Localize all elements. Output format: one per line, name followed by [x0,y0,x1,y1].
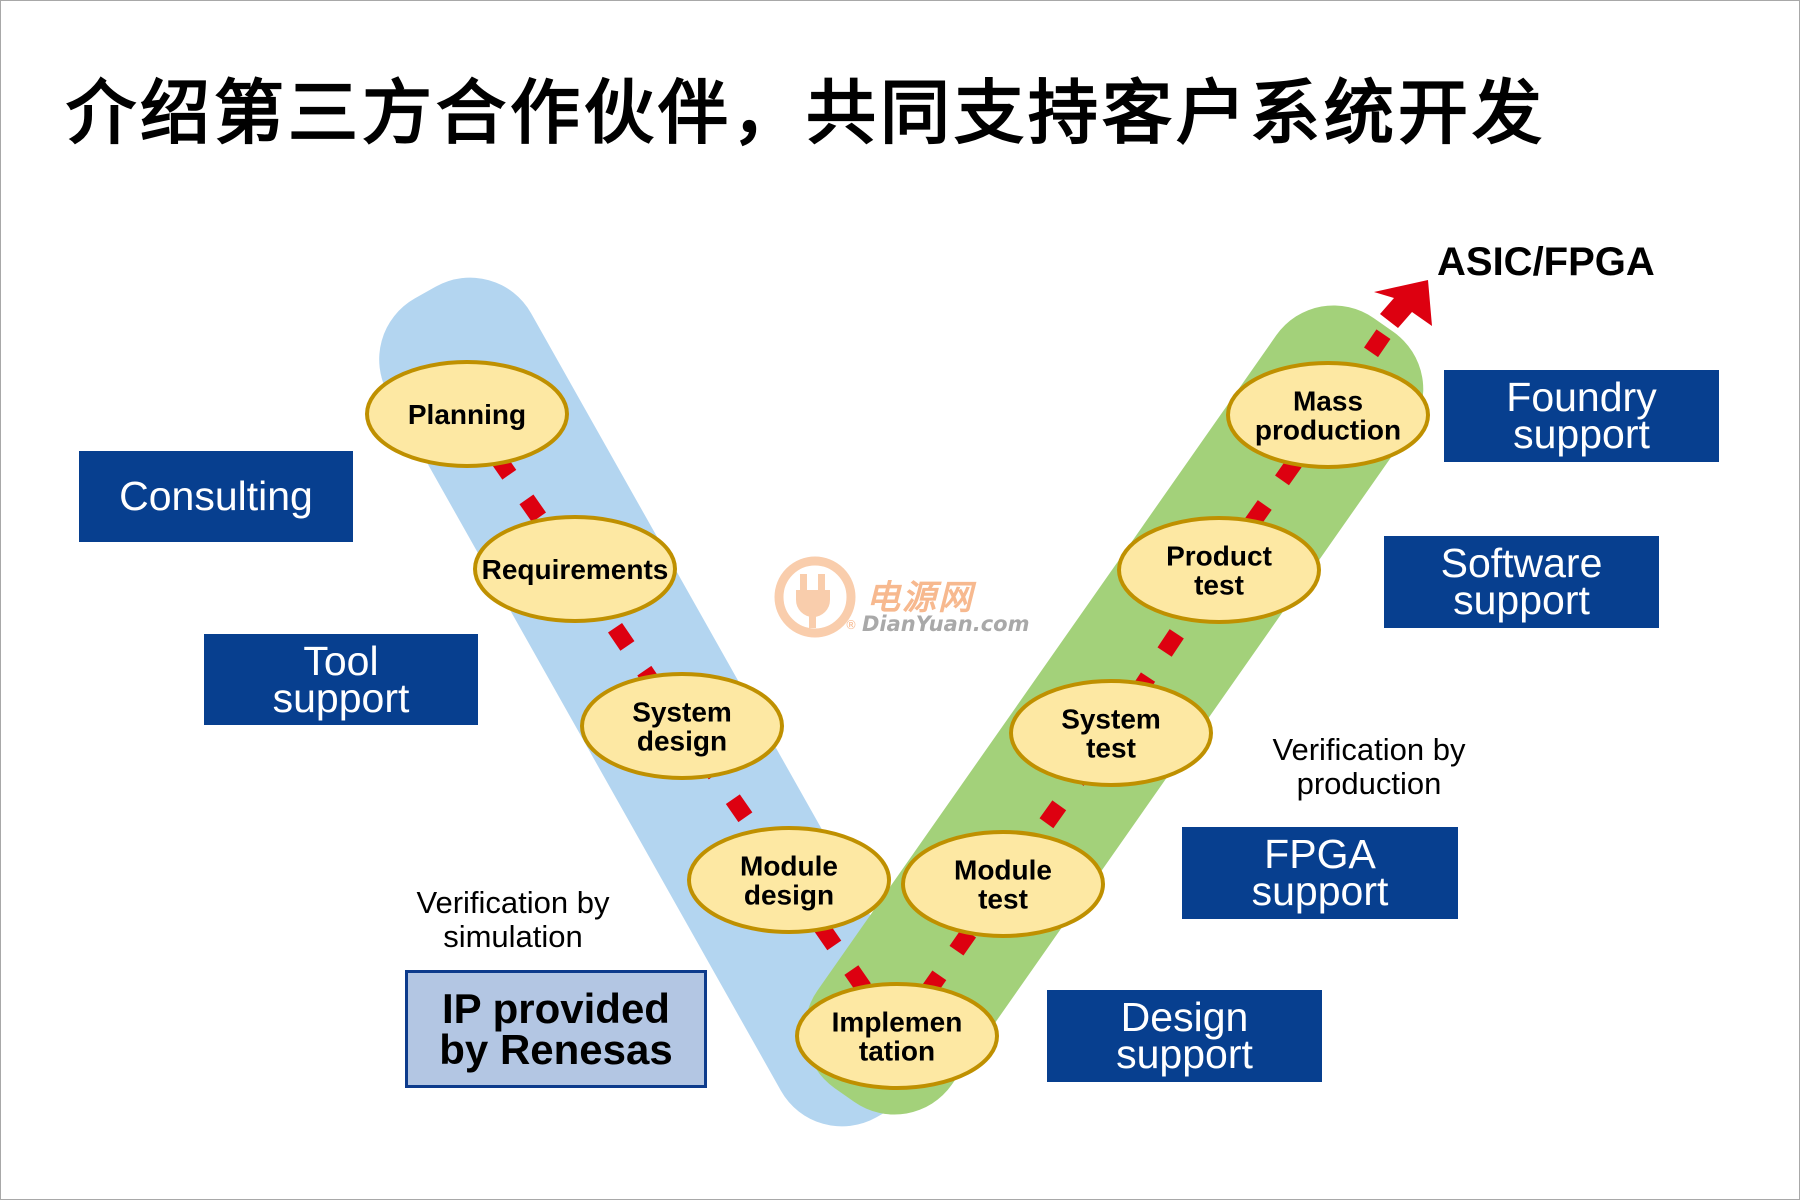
test-flow-line [890,308,1406,1041]
watermark-logo-icon [774,556,856,638]
stage-module-test-ellipse [901,830,1105,938]
production-note-line-2: production [1296,766,1442,801]
stage-product-test-label: Product [1166,541,1272,572]
stage-implementation-label: Implemen [832,1007,963,1038]
ip-box-line-2: by Renesas [439,1026,673,1073]
flow-arrowhead-icon [1374,280,1432,328]
stage-system-design-label: System [632,697,732,728]
consulting-box: Consulting [79,451,353,542]
stage-requirements-label: Requirements [482,554,669,585]
stage-system-test-label: System [1061,704,1161,735]
simulation-note: Verification by simulation [400,886,626,954]
watermark-registered: ® [845,618,857,632]
stage-implementation-ellipse [795,982,999,1090]
design-support-line-1: Design [1120,994,1249,1040]
stage-system-test-label: test [1086,733,1136,764]
stage-system-design-label: design [637,726,727,757]
stage-mass-production-label: Mass [1293,386,1363,417]
stage-requirements: Requirements [473,515,677,623]
tool-support-line-1: Tool [303,637,379,684]
page-title: 介绍第三方合作伙伴，共同支持客户系统开发 [66,72,1546,154]
production-note: Verification by production [1256,733,1482,801]
stage-module-design-label: Module [740,851,838,882]
stage-requirements-ellipse [473,515,677,623]
tool-support-line-2: support [272,674,410,721]
stage-mass-production-label: production [1255,415,1401,446]
software-support-line-2: support [1453,577,1590,623]
stage-implementation-label: tation [859,1036,935,1067]
simulation-note-line-1: Verification by [416,885,610,920]
stage-mass-production-ellipse [1226,361,1430,469]
ip-provided-box: IP provided by Renesas [405,970,707,1088]
fpga-support-line-2: support [1251,868,1389,914]
design-support-line-2: support [1116,1031,1253,1077]
stage-planning-ellipse [365,360,569,468]
watermark-cn: 电源网 [866,578,974,618]
stage-module-design-ellipse [687,826,891,934]
fpga-support-line-1: FPGA [1264,831,1376,877]
stage-planning: Planning [365,360,569,468]
stage-module-test-label: Module [954,855,1052,886]
stage-module-test-label: test [978,884,1028,915]
production-note-line-1: Verification by [1272,732,1466,767]
simulation-note-line-2: simulation [443,919,583,954]
target-label: ASIC/FPGA [1437,240,1655,284]
stage-planning-label: Planning [408,399,526,430]
stage-product-test-label: test [1194,570,1244,601]
watermark-en: DianYuan.com [862,612,1030,636]
software-support-line-1: Software [1440,540,1603,586]
consulting-label: Consulting [119,473,313,519]
foundry-support-line-1: Foundry [1506,374,1657,420]
foundry-support-line-2: support [1513,411,1650,457]
ip-box-line-1: IP provided [442,985,670,1032]
stage-system-design-ellipse [580,672,784,780]
stage-system-test-ellipse [1009,679,1213,787]
stage-product-test-ellipse [1117,516,1321,624]
stage-module-design-label: design [744,880,834,911]
